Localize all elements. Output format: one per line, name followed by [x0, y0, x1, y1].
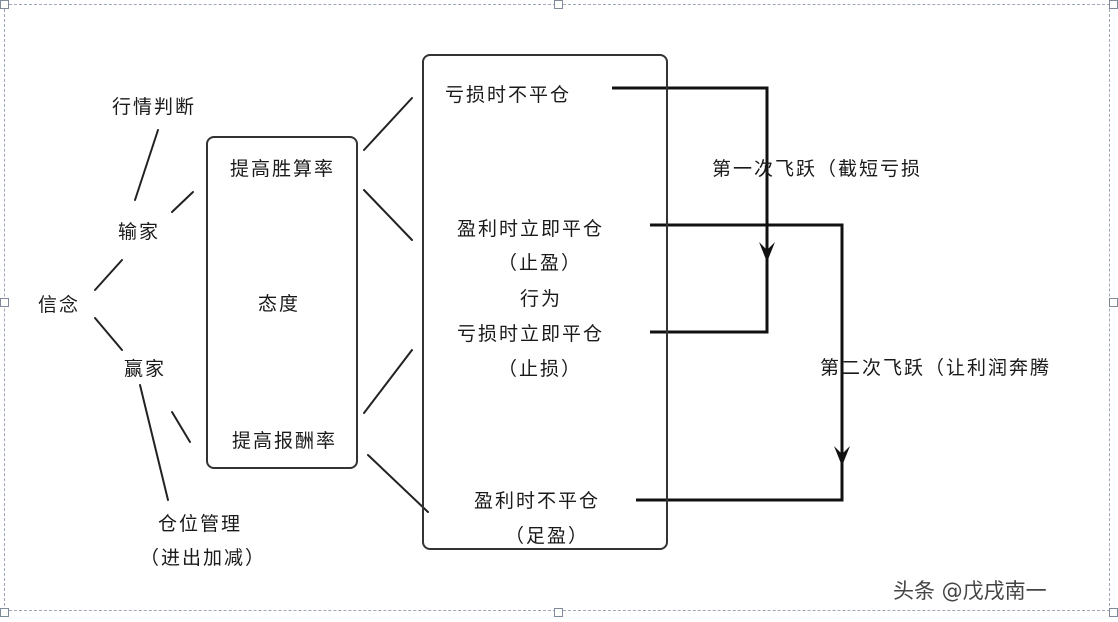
attitude-label: 态度	[258, 293, 301, 315]
belief-label: 信念	[38, 294, 81, 316]
attitude-box	[206, 136, 358, 469]
second-leap-label: 第二次飞跃（让利润奔腾	[820, 357, 1052, 379]
position-mgmt-label: 仓位管理	[158, 513, 243, 535]
winner-label: 赢家	[124, 358, 167, 380]
behavior-label: 行为	[520, 288, 563, 310]
second-leap-arrowhead	[834, 446, 850, 466]
return-rate-label: 提高报酬率	[232, 430, 338, 452]
resize-handle-top-center[interactable]	[554, 0, 563, 9]
first-leap-arrow-in	[612, 86, 769, 258]
line-winner-return	[171, 411, 191, 443]
profit-close-now-label: 盈利时立即平仓	[457, 218, 605, 240]
loss-no-close-label: 亏损时不平仓	[445, 84, 572, 106]
behavior-box	[422, 54, 668, 550]
line-belief-loser	[94, 259, 123, 291]
market-judgment-label: 行情判断	[112, 96, 197, 118]
line-loser-winrate	[171, 191, 194, 213]
loss-close-now-label: 亏损时立即平仓	[457, 323, 605, 345]
line-return-profitnoclose	[367, 454, 429, 513]
line-winrate-profitclose	[363, 189, 413, 241]
stop-loss-label: （止损）	[498, 358, 583, 380]
take-profit-label: （止盈）	[498, 252, 583, 274]
resize-handle-top-left[interactable]	[0, 0, 9, 9]
first-leap-arrow-out	[650, 258, 769, 334]
full-profit-label: （足盈）	[505, 525, 590, 547]
position-mgmt-note: （进出加减）	[140, 547, 267, 569]
second-leap-arrow-out	[636, 462, 844, 502]
line-return-losscl	[363, 349, 413, 414]
resize-handle-bottom-center[interactable]	[554, 608, 563, 617]
line-winrate-lossnoclose	[363, 97, 413, 151]
resize-handle-bottom-left[interactable]	[0, 608, 9, 617]
profit-no-close-label: 盈利时不平仓	[474, 490, 601, 512]
line-loser-judgment	[134, 129, 159, 201]
first-leap-label: 第一次飞跃（截短亏损	[712, 158, 923, 180]
win-rate-label: 提高胜算率	[230, 158, 336, 180]
second-leap-arrow-in	[650, 223, 844, 462]
loser-label: 输家	[118, 221, 161, 243]
resize-handle-middle-left[interactable]	[0, 298, 9, 307]
line-winner-position	[139, 384, 169, 501]
first-leap-arrowhead	[759, 242, 775, 262]
line-belief-winner	[94, 317, 123, 351]
watermark: 头条 @戊戌南一	[893, 579, 1047, 603]
